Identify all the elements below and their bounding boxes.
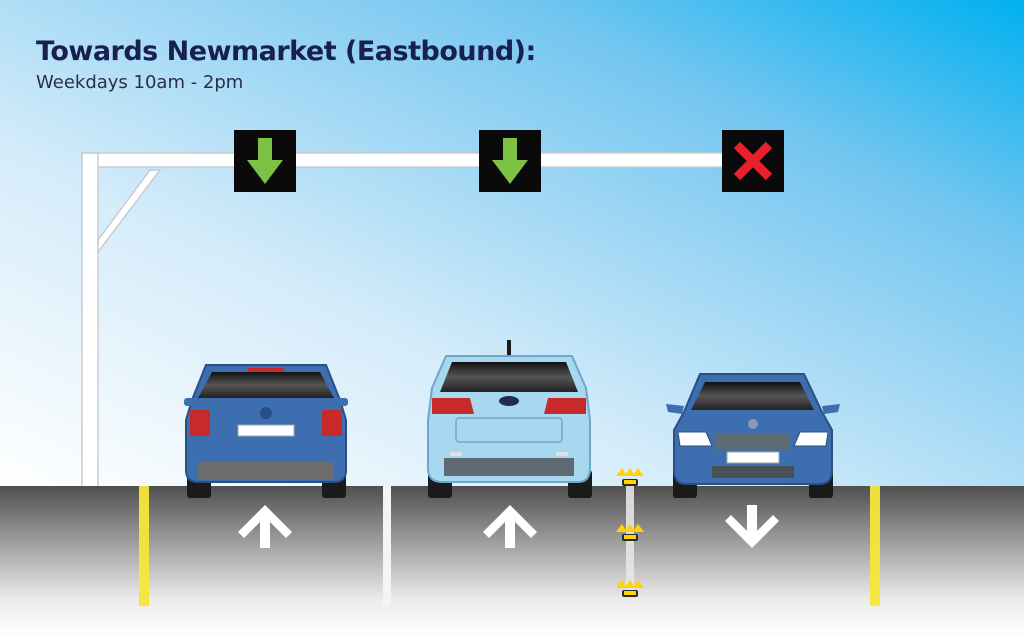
lane-signal-2 xyxy=(479,130,541,192)
lane-signal-1 xyxy=(234,130,296,192)
lane-signal-3 xyxy=(722,130,784,192)
road-arrow-down-icon xyxy=(725,505,779,548)
red-cross-icon xyxy=(733,141,773,181)
page-subtitle: Weekdays 10am - 2pm xyxy=(36,72,244,93)
green-down-arrow-icon xyxy=(247,138,283,184)
page-title: Towards Newmarket (Eastbound): xyxy=(36,36,536,67)
car-rear-view-lane-1 xyxy=(184,364,348,498)
barrier-cone xyxy=(616,524,644,541)
lane-markings xyxy=(139,486,880,606)
yellow-edge-line-right xyxy=(870,486,880,606)
green-down-arrow-icon xyxy=(492,138,528,184)
barrier-cone xyxy=(616,468,644,486)
road-arrow-up-icon xyxy=(483,505,537,548)
road-arrow-up-icon xyxy=(238,505,292,548)
yellow-edge-line-left xyxy=(139,486,149,606)
lane-barrier xyxy=(616,468,644,597)
barrier-cone xyxy=(616,580,644,597)
white-lane-divider xyxy=(383,486,391,606)
car-front-view-lane-3 xyxy=(666,373,840,498)
car-rear-view-lane-2 xyxy=(427,340,592,498)
